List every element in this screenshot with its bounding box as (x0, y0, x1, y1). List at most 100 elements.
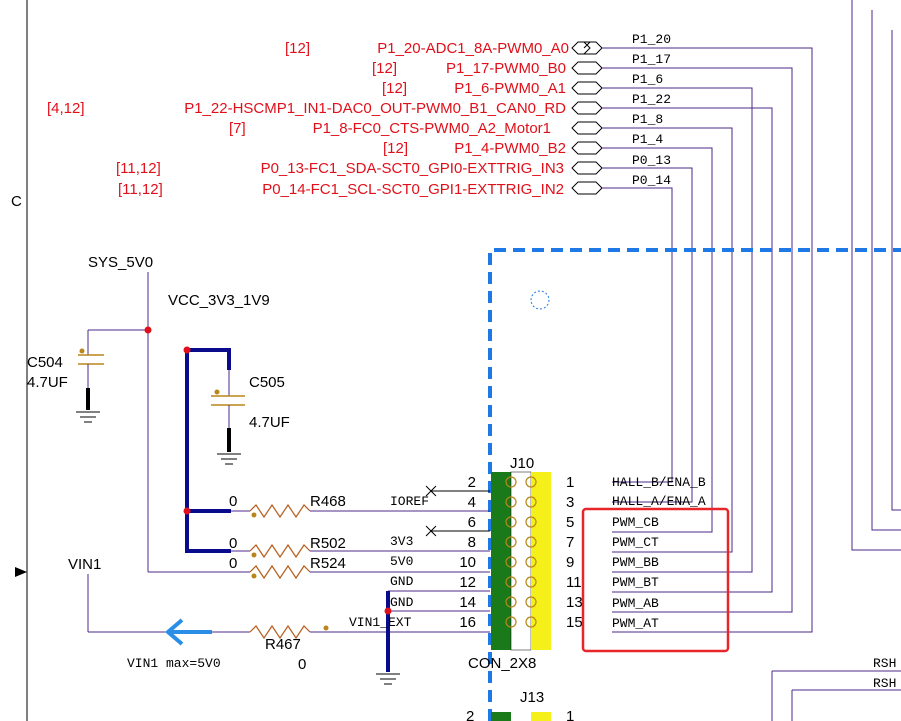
net-name: P1_22-HSCMP1_IN1-DAC0_OUT-PWM0_B1_CAN0_R… (184, 100, 566, 117)
rsh-label: RSH (873, 656, 896, 671)
pin-net: GND (390, 574, 414, 589)
r468-ref: R468 (310, 493, 346, 510)
resistor-r502: 0 R502 (229, 535, 490, 559)
vin1-label: VIN1 (68, 556, 101, 573)
net-ref: [12] (285, 40, 310, 57)
pin-pad-icon (505, 556, 517, 568)
pin-pad-icon (505, 496, 517, 508)
j10-part: CON_2X8 (468, 655, 536, 672)
pin-pad-icon (525, 516, 537, 528)
net-ref: [12] (372, 60, 397, 77)
c505-ref: C505 (249, 374, 285, 391)
capacitor-c504: C504 4.7UF (27, 330, 104, 423)
pin-num: 5 (566, 514, 574, 531)
pin-num: 16 (459, 614, 476, 631)
pin-net: PWM_AT (612, 616, 659, 631)
pin-num: 2 (468, 474, 476, 491)
j13-pin: 2 (466, 708, 474, 721)
pin-pad-icon (525, 536, 537, 548)
pin-pad-icon (525, 556, 537, 568)
connector-j10: J10 CON_2X8 (468, 455, 551, 672)
pin-num: 15 (566, 614, 583, 631)
pin-pad-icon (505, 596, 517, 608)
mounting-hole-icon (530, 290, 550, 310)
j13-ref: J13 (520, 689, 544, 706)
pin-pad-icon (505, 616, 517, 628)
zone-arrow-icon (15, 567, 27, 577)
resistor-r468: 0 R468 (229, 493, 490, 519)
pin-num: 14 (459, 594, 476, 611)
wire-net: P1_20 (632, 32, 671, 47)
wire-net: P1_6 (632, 72, 663, 87)
vcc-label: VCC_3V3_1V9 (168, 292, 270, 309)
pin-net: VIN1_EXT (349, 615, 412, 630)
no-connect-marks (425, 485, 490, 537)
pin-num: 4 (468, 494, 476, 511)
rsh-label: RSH (873, 676, 896, 691)
wire-net: P0_14 (632, 173, 671, 188)
pin-pad-icon (505, 576, 517, 588)
wire-net: P1_4 (632, 132, 663, 147)
j10-ref: J10 (510, 455, 534, 472)
pin-pad-icon (525, 576, 537, 588)
port-symbols (571, 41, 603, 195)
wire-net: P1_17 (632, 52, 671, 67)
pin-num: 13 (566, 594, 583, 611)
pin-net: HALL_A/ENA_A (612, 494, 706, 509)
net-name: P1_4-PWM0_B2 (454, 140, 566, 157)
connector-pin-labels: 2 4 6 8 10 12 14 16 1 3 5 7 9 11 13 15 I… (349, 474, 706, 631)
net-name: P1_8-FC0_CTS-PWM0_A2_Motor1 (313, 120, 551, 137)
pin-net: 3V3 (390, 534, 413, 549)
net-wire-labels: P1_20 P1_17 P1_6 P1_22 P1_8 P1_4 P0_13 P… (632, 32, 671, 188)
net-ref: [12] (383, 140, 408, 157)
net-ref: [11,12] (118, 181, 163, 198)
vin-note: VIN1 max=5V0 (127, 656, 221, 671)
net-name: P1_20-ADC1_8A-PWM0_A0 (377, 40, 569, 57)
sys-5v0-label: SYS_5V0 (88, 254, 153, 271)
pin-pad-icon (525, 616, 537, 628)
c504-value: 4.7UF (27, 374, 68, 391)
pin-num: 3 (566, 494, 574, 511)
net-name: P1_17-PWM0_B0 (446, 60, 566, 77)
pin-num: 10 (459, 554, 476, 571)
resistor-r524: 0 R524 (148, 555, 490, 580)
pin-num: 8 (468, 534, 476, 551)
pin-num: 7 (566, 534, 574, 551)
pin-pad-icon (525, 476, 537, 488)
resistor-r467: R467 0 (249, 624, 490, 673)
net-ref: [4,12] (47, 100, 85, 117)
net-name: P0_14-FC1_SCL-SCT0_GPI1-EXTTRIG_IN2 (262, 181, 564, 198)
pin-pad-icon (505, 476, 517, 488)
j13-pin: 1 (566, 708, 574, 721)
r468-value: 0 (229, 493, 237, 510)
zone-label: C (11, 193, 22, 210)
r467-value: 0 (298, 656, 306, 673)
pin-net: PWM_CB (612, 515, 659, 530)
pwm-highlight-box (581, 507, 730, 653)
connector-j13: J13 2 1 (466, 689, 574, 721)
pin-pad-icon (525, 496, 537, 508)
pin-pad-icon (505, 536, 517, 548)
pin-pad-icon (525, 596, 537, 608)
pin-net: PWM_CT (612, 535, 659, 550)
pin-net: PWM_AB (612, 596, 659, 611)
net-name: P1_6-PWM0_A1 (454, 80, 566, 97)
pin-net: PWM_BB (612, 555, 659, 570)
pin-net: IOREF (390, 494, 429, 509)
pin-pad-icon (505, 516, 517, 528)
pin-num: 6 (468, 514, 476, 531)
pin-num: 9 (566, 554, 574, 571)
net-label-list: [12] P1_20-ADC1_8A-PWM0_A0 [12] P1_17-PW… (47, 40, 569, 198)
wire-net: P1_8 (632, 112, 663, 127)
pin-net: HALL_B/ENA_B (612, 475, 706, 490)
r524-value: 0 (229, 555, 237, 572)
pin-num: 1 (566, 474, 574, 491)
net-ref: [11,12] (116, 160, 161, 177)
r467-ref: R467 (265, 636, 301, 653)
wire-net: P0_13 (632, 153, 671, 168)
pin-net: PWM_BT (612, 575, 659, 590)
vin-arrow-icon (164, 618, 212, 646)
r502-value: 0 (229, 535, 237, 552)
